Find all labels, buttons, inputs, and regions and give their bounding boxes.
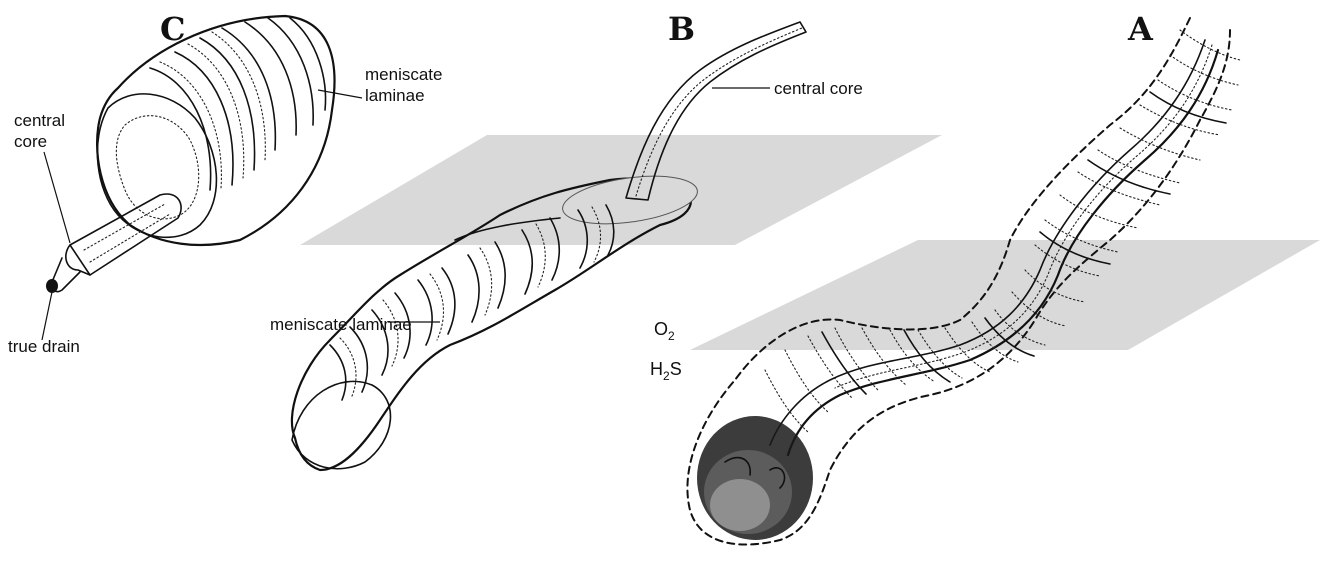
label-o2: O2 <box>654 319 675 343</box>
label-meniscate-b: meniscate laminae <box>270 315 412 334</box>
label-true-drain: true drain <box>8 337 80 356</box>
label-central: central <box>14 111 65 130</box>
label-laminae-c: laminae <box>365 86 425 105</box>
panel-a-feeding-pocket <box>697 416 813 540</box>
label-meniscate-c: meniscate <box>365 65 442 84</box>
label-h2s-base: H <box>650 359 663 379</box>
panel-c-letter: C <box>160 10 185 48</box>
label-o2-base: O <box>654 319 668 339</box>
panel-a-letter: A <box>1127 10 1154 48</box>
panel-c-figure <box>42 16 362 340</box>
panel-c-true-drain-tip <box>46 279 58 293</box>
label-h2s-tail: S <box>670 359 682 379</box>
label-h2s: H2S <box>650 359 682 383</box>
label-central-core: central core <box>774 79 863 98</box>
panel-b-letter: B <box>668 10 695 48</box>
label-core: core <box>14 132 47 151</box>
panel-c-central-core <box>70 194 181 275</box>
label-o2-sub: 2 <box>668 329 675 343</box>
